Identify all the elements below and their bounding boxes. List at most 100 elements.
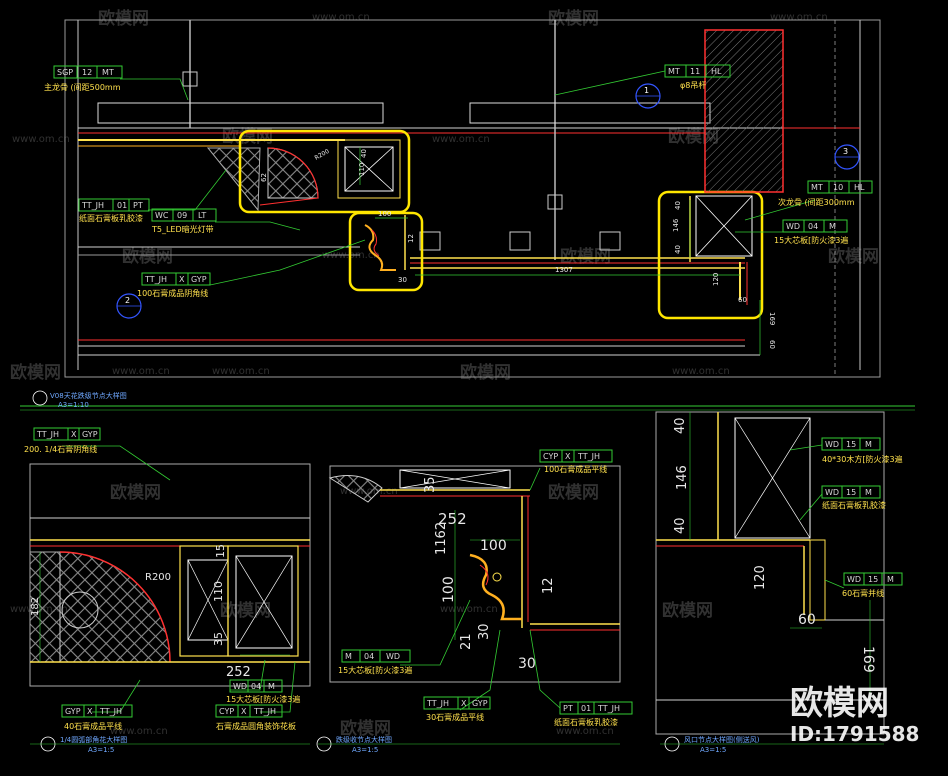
dimension-label: 60 — [768, 340, 776, 349]
dimension-label: 30 — [518, 656, 536, 672]
main-keel — [469, 102, 711, 124]
watermark-brand: 欧模网 — [98, 8, 149, 29]
dimension-label: 100 — [480, 538, 507, 554]
label-cornice-200: 200. 1/4石膏阴角线 — [24, 444, 97, 454]
svg-text:MT: MT — [668, 67, 680, 76]
dimension-label: 35 — [423, 476, 438, 493]
watermark-site: www.om.cn — [112, 366, 170, 377]
main-keel — [97, 102, 384, 124]
watermark-site: www.om.cn — [212, 366, 270, 377]
dimension-label: 182 — [30, 597, 41, 616]
material-tag: WD 04 M — [229, 679, 283, 693]
svg-text:PT: PT — [133, 201, 143, 210]
top-caption: V08天花跌级节点大样图 A3=1:10 — [20, 390, 915, 411]
svg-text:WD: WD — [233, 682, 247, 691]
label-flat-30: 30石膏成品平线 — [426, 712, 484, 722]
svg-text:GYP: GYP — [472, 699, 488, 708]
svg-text:M: M — [268, 682, 275, 691]
dimension-label: 120 — [712, 273, 720, 286]
svg-text:X: X — [241, 707, 247, 716]
svg-text:04: 04 — [251, 682, 261, 691]
watermark-brand: 欧模网 — [828, 246, 879, 267]
label-rod: φ8吊杆 — [680, 80, 706, 90]
label-paper-gypsum: 纸面石膏板乳胶漆 — [822, 500, 886, 510]
label-core-board: 15大芯板[防火漆3遍 — [338, 665, 412, 675]
svg-text:TT_JH: TT_JH — [36, 430, 59, 439]
dimension-label: 12 — [541, 577, 556, 594]
dimension-label: 40 — [673, 517, 688, 534]
dimension-label: 15 — [214, 544, 227, 558]
material-tag: GYP X TT_JH — [61, 704, 133, 718]
main-section-drawing: 1 3 2 — [64, 19, 881, 378]
svg-text:HL: HL — [711, 67, 722, 76]
detail-step-edge — [328, 465, 621, 711]
dimension-label: 100 — [441, 576, 457, 603]
caption-title: 风口节点大样图(侧送风) — [684, 735, 760, 744]
svg-text:01: 01 — [117, 201, 127, 210]
svg-text:04: 04 — [364, 652, 374, 661]
svg-text:15: 15 — [846, 488, 856, 497]
caption-title: 跌级收节点大样图 — [336, 735, 392, 744]
dimension-label: 100 — [378, 210, 391, 218]
svg-text:MT: MT — [102, 68, 114, 77]
svg-text:04: 04 — [808, 222, 818, 231]
dimension-label: 110 — [358, 163, 366, 176]
svg-text:15: 15 — [846, 440, 856, 449]
watermark-site: www.om.cn — [440, 604, 498, 615]
dimension-label: 252 — [438, 510, 467, 528]
caption-scale: A3=1:5 — [352, 746, 378, 754]
watermark-site: www.om.cn — [672, 366, 730, 377]
svg-text:HL: HL — [854, 183, 865, 192]
lattice-panel — [206, 147, 261, 212]
svg-text:GYP: GYP — [65, 707, 81, 716]
svg-text:09: 09 — [177, 211, 187, 220]
watermark-site: www.om.cn — [770, 12, 828, 23]
label-flat-100: 100石膏成品平线 — [544, 464, 607, 474]
label-secondary-keel: 次龙骨 (间距300mm — [778, 197, 855, 207]
svg-text:X: X — [179, 275, 185, 284]
watermark-brand: 欧模网 — [122, 246, 173, 267]
dimension-label: 1307 — [555, 266, 573, 274]
svg-text:TT_JH: TT_JH — [81, 201, 104, 210]
watermark-brand: 欧模网 — [10, 362, 61, 383]
svg-text:M: M — [865, 488, 872, 497]
svg-text:WD: WD — [825, 488, 839, 497]
svg-text:TT_JH: TT_JH — [144, 275, 167, 284]
detail-highlight-box — [238, 129, 411, 214]
svg-text:X: X — [461, 699, 467, 708]
svg-text:15: 15 — [868, 575, 878, 584]
dimension-label: 21 — [459, 633, 474, 650]
dimension-label: 40 — [674, 201, 682, 210]
label-core-board: 15大芯板[防火漆3遍 — [226, 694, 300, 704]
label-wood-batten: 40*30木方[防火漆3遍 — [822, 454, 903, 464]
dimension-label: 30 — [398, 276, 407, 284]
caption-scale: A3=1:5 — [700, 746, 726, 754]
watermark-site: www.om.cn — [432, 134, 490, 145]
detail-frame — [329, 465, 621, 683]
svg-text:X: X — [87, 707, 93, 716]
svg-text:SGP: SGP — [57, 68, 73, 77]
svg-text:TT_JH: TT_JH — [577, 452, 600, 461]
material-tag: TT_JH 01 PT — [78, 198, 150, 212]
label-paper-gypsum: 纸面石膏板乳胶漆 — [554, 717, 618, 727]
svg-text:TT_JH: TT_JH — [99, 707, 122, 716]
carved-corner-flower — [267, 147, 319, 199]
watermark-brand: 欧模网 — [340, 718, 391, 739]
caption-scale: A3=1:5 — [88, 746, 114, 754]
detail-air-vent — [655, 411, 885, 735]
svg-text:TT_JH: TT_JH — [253, 707, 276, 716]
wall-hatch — [704, 29, 784, 193]
label-paper-gypsum: 纸面石膏板乳胶漆 — [79, 213, 143, 223]
svg-text:PT: PT — [563, 704, 573, 713]
dimension-label: 12 — [407, 234, 415, 243]
dimension-label: 169 — [860, 646, 876, 673]
watermark-site: www.om.cn — [556, 726, 614, 737]
watermark-id: ID:1791588 — [790, 722, 919, 746]
dimension-label: 30 — [477, 623, 492, 640]
marker-number: 2 — [125, 296, 130, 305]
